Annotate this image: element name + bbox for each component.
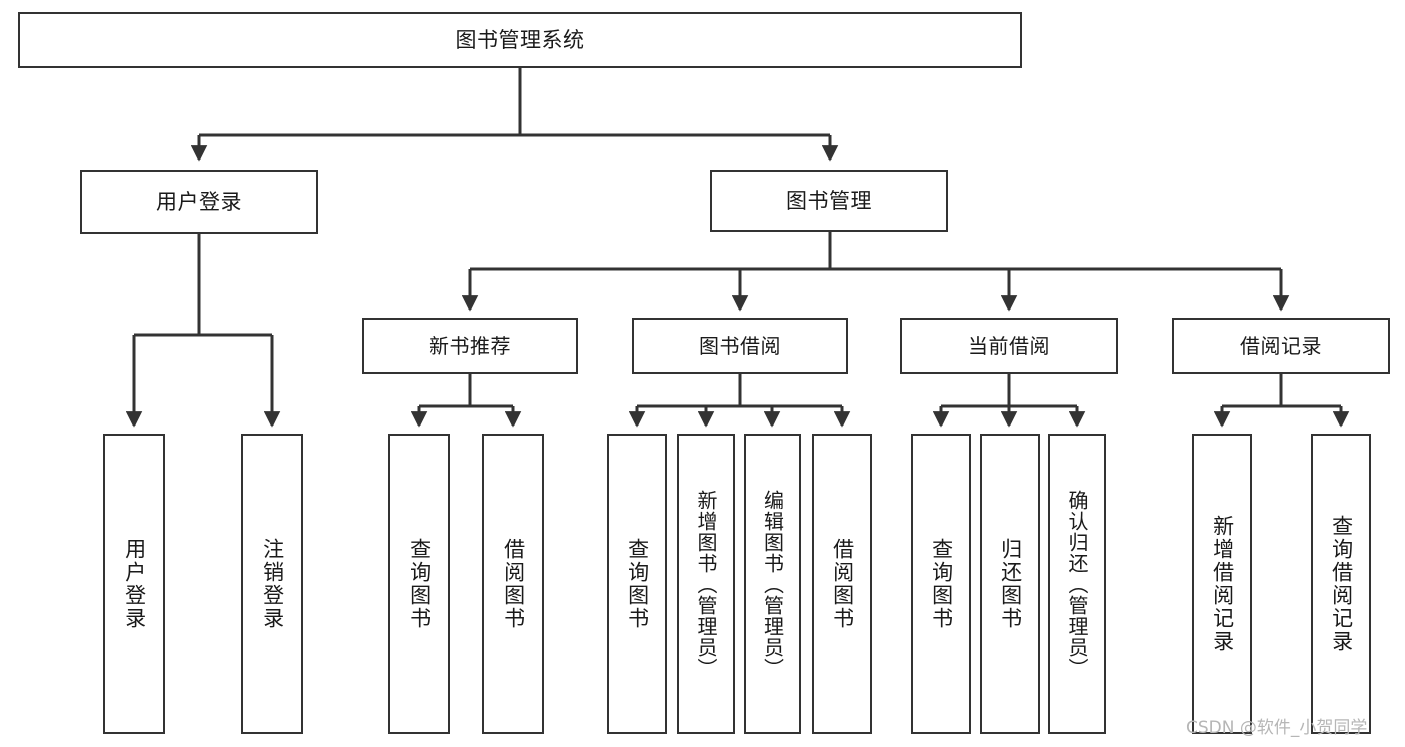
leaf-user-login-label: 用户登录 — [122, 538, 147, 630]
csdn-watermark: CSDN @软件_小贺同学 — [1186, 718, 1368, 738]
leaf-borrow-book-1-label: 借阅图书 — [501, 538, 526, 630]
leaf-query-book-2-label: 查询图书 — [625, 538, 650, 630]
leaf-add-book[interactable]: 新增图书（管理员） — [677, 434, 735, 734]
leaf-query-book-1-label: 查询图书 — [407, 538, 432, 630]
leaf-return-book-label: 归还图书 — [998, 538, 1023, 630]
leaf-add-record[interactable]: 新增借阅记录 — [1192, 434, 1252, 734]
node-root-label: 图书管理系统 — [455, 27, 585, 52]
node-borrow-record[interactable]: 借阅记录 — [1172, 318, 1390, 374]
node-user-login[interactable]: 用户登录 — [80, 170, 318, 234]
node-book-manage[interactable]: 图书管理 — [710, 170, 948, 232]
leaf-edit-book-label: 编辑图书（管理员） — [760, 489, 785, 679]
leaf-user-login[interactable]: 用户登录 — [103, 434, 165, 734]
node-book-manage-label: 图书管理 — [786, 188, 872, 213]
leaf-query-book-1[interactable]: 查询图书 — [388, 434, 450, 734]
leaf-confirm-return-label: 确认归还（管理员） — [1065, 489, 1089, 679]
node-root[interactable]: 图书管理系统 — [18, 12, 1022, 68]
node-book-borrow-label: 图书借阅 — [699, 333, 781, 358]
leaf-query-record-label: 查询借阅记录 — [1329, 515, 1354, 653]
node-borrow-record-label: 借阅记录 — [1240, 333, 1322, 358]
leaf-query-book-3-label: 查询图书 — [929, 538, 954, 630]
leaf-add-record-label: 新增借阅记录 — [1210, 515, 1235, 653]
node-book-borrow[interactable]: 图书借阅 — [632, 318, 848, 374]
node-new-book-recommend[interactable]: 新书推荐 — [362, 318, 578, 374]
leaf-query-book-3[interactable]: 查询图书 — [911, 434, 971, 734]
leaf-user-logout-label: 注销登录 — [260, 538, 285, 630]
node-user-login-label: 用户登录 — [156, 189, 242, 214]
leaf-query-book-2[interactable]: 查询图书 — [607, 434, 667, 734]
leaf-borrow-book-2-label: 借阅图书 — [830, 538, 855, 630]
leaf-borrow-book-2[interactable]: 借阅图书 — [812, 434, 872, 734]
leaf-confirm-return[interactable]: 确认归还（管理员） — [1048, 434, 1106, 734]
leaf-query-record[interactable]: 查询借阅记录 — [1311, 434, 1371, 734]
leaf-user-logout[interactable]: 注销登录 — [241, 434, 303, 734]
leaf-borrow-book-1[interactable]: 借阅图书 — [482, 434, 544, 734]
leaf-add-book-label: 新增图书（管理员） — [694, 489, 718, 679]
node-new-book-recommend-label: 新书推荐 — [429, 333, 511, 358]
leaf-edit-book[interactable]: 编辑图书（管理员） — [744, 434, 801, 734]
node-current-borrow[interactable]: 当前借阅 — [900, 318, 1118, 374]
node-current-borrow-label: 当前借阅 — [968, 333, 1050, 358]
leaf-return-book[interactable]: 归还图书 — [980, 434, 1040, 734]
